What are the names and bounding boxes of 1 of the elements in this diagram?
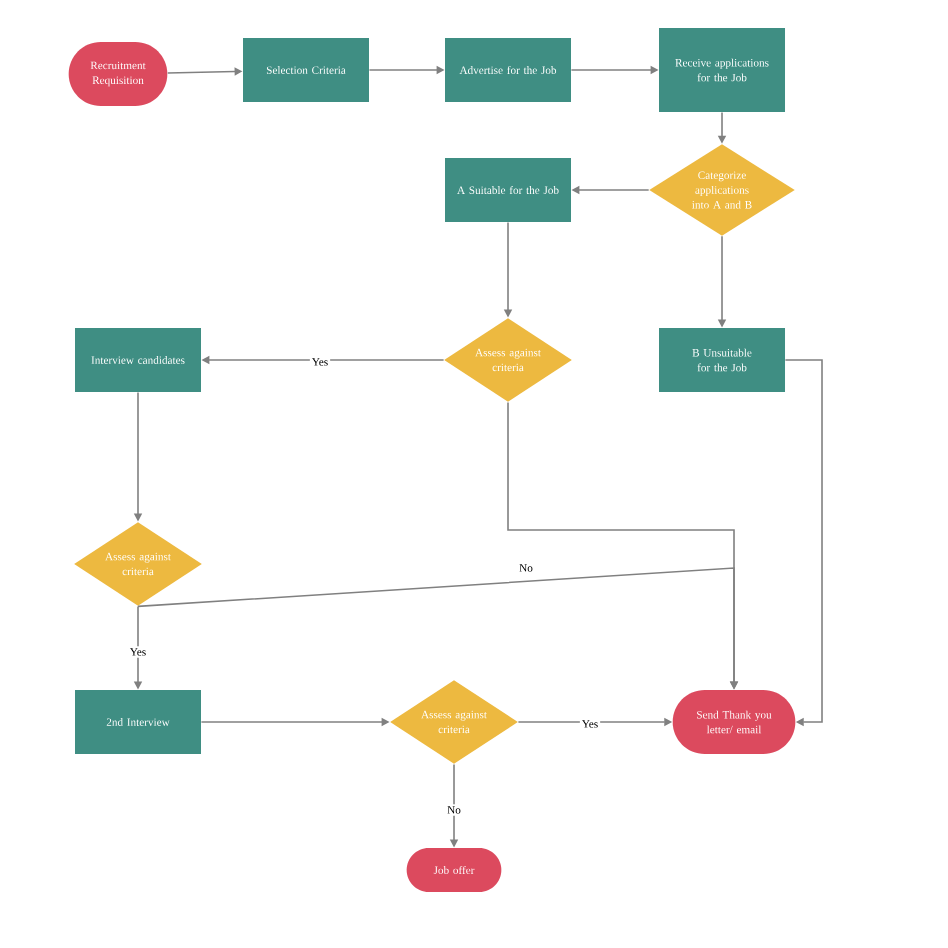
arrow	[784, 359, 823, 727]
